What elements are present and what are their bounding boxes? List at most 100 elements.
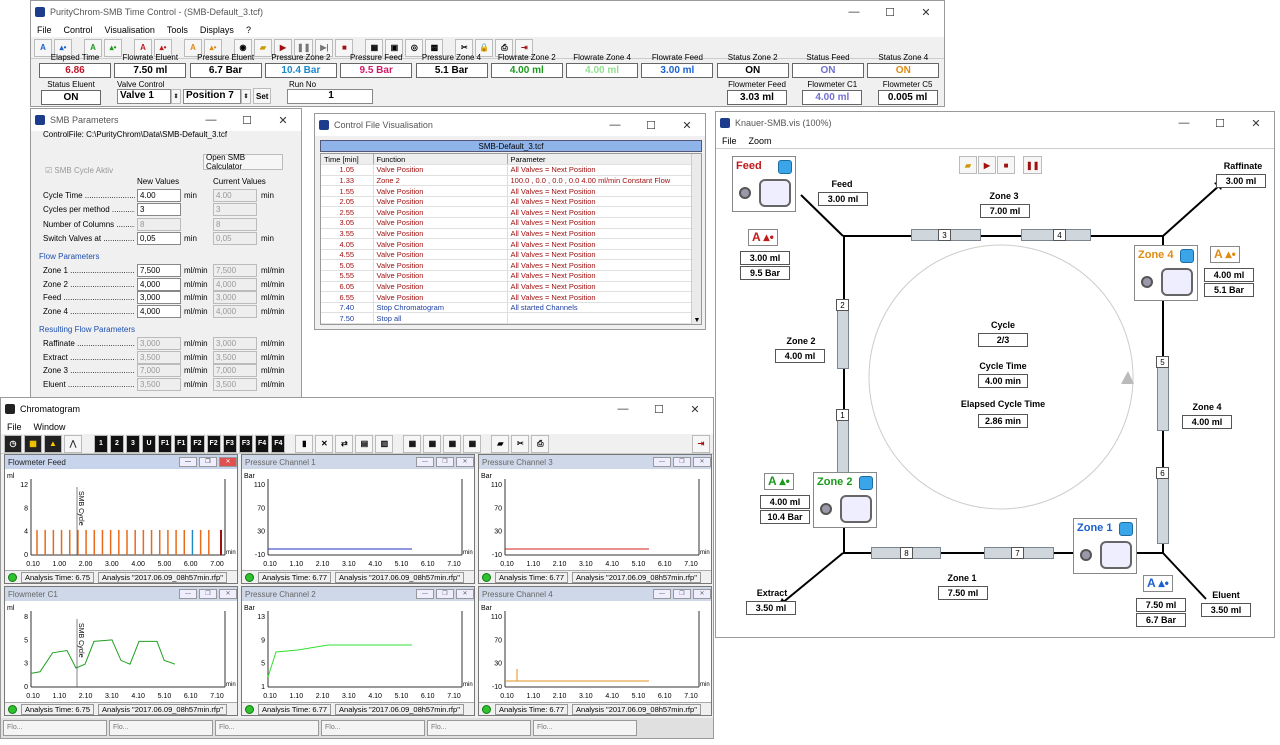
valve-select[interactable]: Valve 1 — [117, 89, 171, 104]
step-icon[interactable]: ▶| — [315, 38, 334, 57]
maximize-icon[interactable]: ☐ — [242, 114, 252, 127]
peak-icon[interactable]: ⋀ — [64, 434, 82, 453]
minimized-window-tab[interactable]: Flo... — [215, 720, 319, 736]
chart-icon[interactable]: ▦ — [365, 38, 384, 57]
split-icon[interactable]: ⇄ — [335, 434, 354, 453]
menu-visualisation[interactable]: Visualisation — [104, 25, 155, 35]
panel-titlebar[interactable]: Pressure Channel 3—❐✕ — [479, 455, 711, 469]
panel-minimize-icon[interactable]: — — [416, 589, 434, 599]
peak-scale-icon[interactable]: ▥ — [375, 434, 394, 453]
panel-minimize-icon[interactable]: — — [179, 589, 197, 599]
axis-icon[interactable]: ▤ — [355, 434, 374, 453]
chrom-exit-icon[interactable]: ⇥ — [692, 434, 710, 453]
zone4-pump[interactable]: Zone 4 — [1134, 245, 1198, 301]
grid-d-icon[interactable]: ▦ — [463, 434, 482, 453]
pump-a-orange-icon[interactable]: A — [184, 38, 202, 57]
pump-a-blue-icon[interactable]: A — [34, 38, 52, 57]
close-icon[interactable]: ✕ — [278, 114, 288, 127]
panel-minimize-icon[interactable]: — — [179, 457, 197, 467]
zone1-pump-a-icon[interactable]: A ▴• — [1143, 575, 1173, 592]
tools-icon[interactable]: ✂ — [455, 38, 474, 57]
print-icon[interactable]: ⎙ — [531, 434, 550, 453]
vis-open-icon[interactable]: ▰ — [959, 156, 977, 174]
pump-a-green-drop-icon[interactable]: ▴• — [104, 38, 122, 57]
chrom-titlebar[interactable]: Chromatogram—☐✕ — [1, 398, 713, 420]
panel-restore-icon[interactable]: ❐ — [436, 589, 454, 599]
open-folder-icon[interactable]: ▰ — [254, 38, 272, 57]
channel-button-3[interactable]: U — [142, 434, 156, 453]
chrom-menu-file[interactable]: File — [7, 422, 22, 432]
set-button[interactable]: Set — [253, 88, 272, 104]
pump-a-red-drop-icon[interactable]: ▴• — [154, 38, 172, 57]
minimized-window-tab[interactable]: Flo... — [321, 720, 425, 736]
chart-small-icon[interactable]: ▦ — [24, 434, 42, 453]
channel-button-6[interactable]: F2 — [190, 434, 205, 453]
vis-titlebar[interactable]: Knauer-SMB.vis (100%)—☐✕ — [716, 112, 1274, 134]
valve-spinner[interactable]: ⇕ — [171, 89, 181, 104]
minimized-window-tab[interactable]: Flo... — [109, 720, 213, 736]
open-smb-calculator-button[interactable]: Open SMB Calculator — [203, 153, 283, 171]
minimized-window-tab[interactable]: Flo... — [533, 720, 637, 736]
channel-button-11[interactable]: F4 — [271, 434, 286, 453]
close-icon[interactable]: ✕ — [921, 6, 931, 19]
chart-peak-icon[interactable]: ▲ — [44, 434, 62, 453]
channel-button-10[interactable]: F4 — [255, 434, 270, 453]
pump-a-red-icon[interactable]: A — [134, 38, 152, 57]
panel-titlebar[interactable]: Pressure Channel 4—❐✕ — [479, 587, 711, 601]
smb-cycle-aktiv-checkbox[interactable]: ☑ SMB Cycle Aktiv — [45, 166, 113, 175]
vis-pause-icon[interactable]: ❚❚ — [1023, 156, 1043, 174]
cfv-scrollbar[interactable]: ▼ — [691, 154, 701, 324]
minimized-window-tab[interactable]: Flo... — [427, 720, 531, 736]
print-icon[interactable]: ⎙ — [495, 38, 514, 57]
clock-icon[interactable]: ◷ — [4, 434, 22, 453]
panel-minimize-icon[interactable]: — — [653, 457, 671, 467]
maximize-icon[interactable]: ☐ — [646, 119, 656, 132]
panel-restore-icon[interactable]: ❐ — [673, 589, 691, 599]
panel-titlebar[interactable]: Flowmeter C1—❐✕ — [5, 587, 237, 601]
param-new-value[interactable]: 4,000 — [137, 305, 181, 319]
channel-button-0[interactable]: 1 — [94, 434, 108, 453]
menu-file[interactable]: File — [37, 25, 52, 35]
minimize-icon[interactable]: — — [1178, 117, 1190, 129]
zone1-pump[interactable]: Zone 1 — [1073, 518, 1137, 574]
channel-button-7[interactable]: F2 — [206, 434, 221, 453]
pump-a-green-icon[interactable]: A — [84, 38, 102, 57]
stop-icon[interactable]: ■ — [335, 38, 354, 57]
play-icon[interactable]: ▶ — [274, 38, 292, 57]
pause-icon[interactable]: ❚❚ — [294, 38, 314, 57]
menu-tools[interactable]: Tools — [166, 25, 188, 35]
close-icon[interactable]: ✕ — [690, 403, 700, 416]
main-titlebar[interactable]: PurityChrom-SMB Time Control - (SMB-Defa… — [31, 1, 944, 23]
panel-close-icon[interactable]: ✕ — [456, 457, 474, 467]
maximize-icon[interactable]: ☐ — [885, 6, 895, 19]
feed-pump[interactable]: Feed — [732, 156, 796, 212]
panel-close-icon[interactable]: ✕ — [693, 589, 711, 599]
panel-close-icon[interactable]: ✕ — [456, 589, 474, 599]
panel-close-icon[interactable]: ✕ — [219, 589, 237, 599]
channel-button-1[interactable]: 2 — [110, 434, 124, 453]
panel-titlebar[interactable]: Flowmeter Feed—❐✕ — [5, 455, 237, 469]
vis-stop-icon[interactable]: ■ — [997, 156, 1015, 174]
channel-button-5[interactable]: F1 — [174, 434, 189, 453]
open-folder-icon[interactable]: ▰ — [491, 434, 510, 453]
vis-play-icon[interactable]: ▶ — [978, 156, 996, 174]
menu-help[interactable]: ? — [245, 25, 251, 35]
